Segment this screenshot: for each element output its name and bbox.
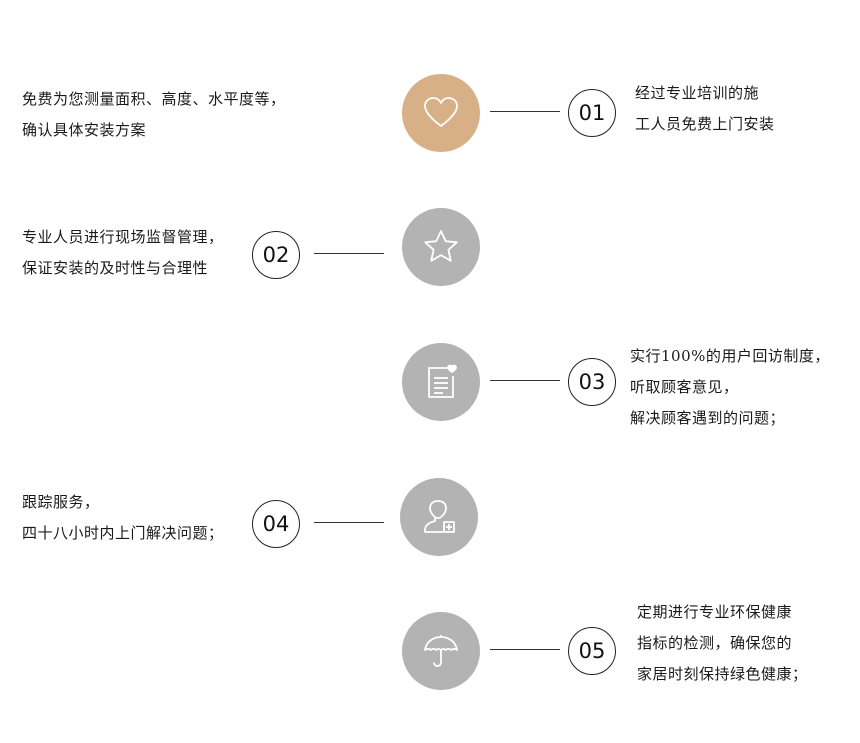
step-2-line-1: 专业人员进行现场监督管理， [22,228,224,246]
step-1-left-description: 免费为您测量面积、高度、水平度等， 确认具体安装方案 [22,84,286,146]
step-1-number: 01 [568,89,616,137]
step-2-icon-circle [402,208,480,286]
step-3-line-3: 解决顾客遇到的问题； [630,409,786,427]
note-icon [428,364,457,398]
step-5-line-2: 指标的检测，确保您的 [637,634,793,652]
step-3-connector-line [490,380,560,381]
step-1-line-1: 经过专业培训的施 [635,84,760,102]
step-1-left-line-1: 免费为您测量面积、高度、水平度等， [22,90,286,108]
step-5-icon-circle [402,612,480,690]
step-4-icon-circle [400,478,478,556]
step-4-line-2: 四十八小时内上门解决问题； [22,524,224,542]
step-4-connector-line [314,522,384,523]
step-3-number: 03 [568,358,616,406]
user-plus-icon [424,500,455,533]
umbrella-icon [424,635,458,667]
step-3-icon-circle [402,343,480,421]
step-5-description: 定期进行专业环保健康 指标的检测，确保您的 家居时刻保持绿色健康； [637,597,808,690]
step-2-description: 专业人员进行现场监督管理， 保证安装的及时性与合理性 [22,222,224,284]
step-4-line-1: 跟踪服务， [22,493,100,511]
step-4-number: 04 [252,500,300,548]
step-5-connector-line [490,649,560,650]
step-5-number: 05 [568,627,616,675]
step-5-line-3: 家居时刻保持绿色健康； [637,665,808,683]
step-1-line-2: 工人员免费上门安装 [635,115,775,133]
step-4-description: 跟踪服务， 四十八小时内上门解决问题； [22,487,224,549]
star-icon [424,230,458,262]
step-3-line-1: 实行100%的用户回访制度， [630,347,830,365]
step-1-icon-circle [402,74,480,152]
step-5-line-1: 定期进行专业环保健康 [637,603,793,621]
step-1-left-line-2: 确认具体安装方案 [22,121,147,139]
heart-icon [424,97,458,127]
step-2-number: 02 [252,231,300,279]
step-1-description: 经过专业培训的施 工人员免费上门安装 [635,78,775,140]
step-2-connector-line [314,253,384,254]
step-2-line-2: 保证安装的及时性与合理性 [22,259,209,277]
step-3-line-2: 听取顾客意见， [630,378,739,396]
step-3-description: 实行100%的用户回访制度， 听取顾客意见， 解决顾客遇到的问题； [630,341,830,434]
step-1-connector-line [490,111,560,112]
